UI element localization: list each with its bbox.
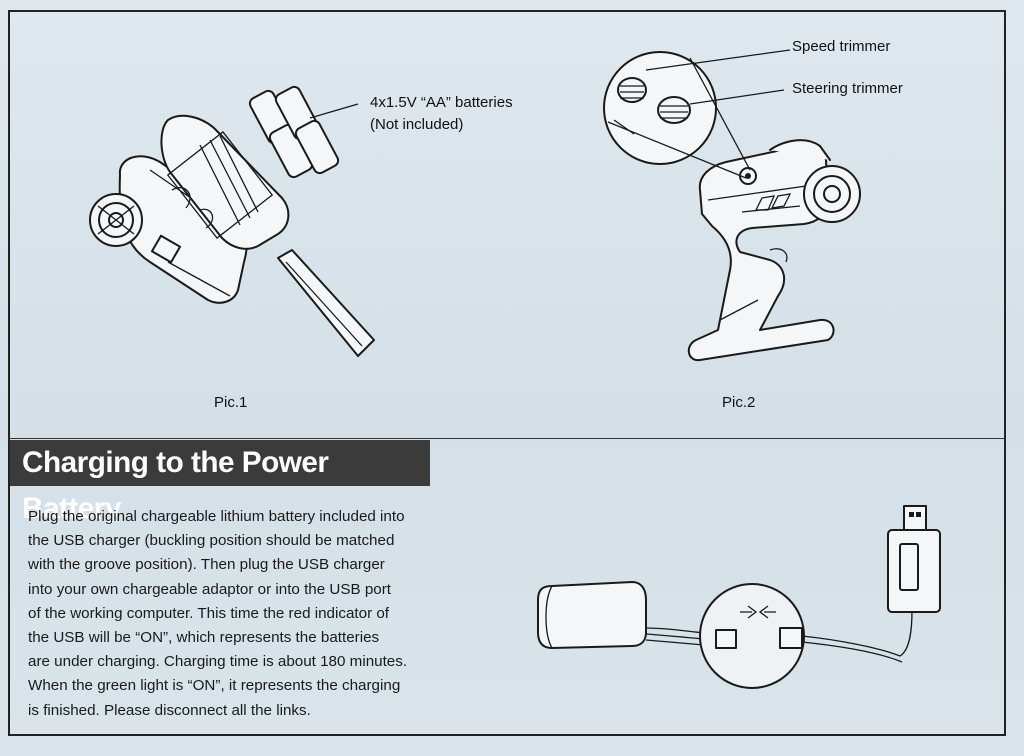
- connector-magnifier-icon: [699, 583, 805, 689]
- speed-trimmer-label: Speed trimmer: [792, 38, 891, 55]
- battery-cover-icon: [277, 249, 375, 357]
- instructions-line: with the groove position). Then plug the…: [28, 556, 385, 574]
- batteries-callout-line2: (Not included): [370, 116, 464, 133]
- instructions-line: the USB charger (buckling position shoul…: [28, 532, 395, 550]
- instructions-line: the USB will be “ON”, which represents t…: [28, 629, 380, 647]
- instructions-line: into your own chargeable adaptor or into…: [28, 580, 392, 598]
- transmitter-icon: [687, 139, 861, 362]
- section-title: Charging to the Power Battery: [10, 440, 430, 525]
- pic1-caption: Pic.1: [214, 394, 248, 411]
- instructions-line: are under charging. Charging time is abo…: [28, 653, 408, 671]
- instructions-line: is finished. Please disconnect all the l…: [28, 701, 311, 719]
- trimmer-magnifier-icon: [603, 49, 791, 179]
- batteries-callout: 4x1.5V “AA” batteries (Not included): [370, 92, 513, 136]
- lithium-battery-icon: [537, 581, 647, 649]
- page-frame: [8, 10, 1006, 736]
- instructions-line: of the working computer. This time the r…: [28, 604, 390, 622]
- steering-trimmer-label: Steering trimmer: [792, 80, 903, 97]
- instructions-line: When the green light is “ON”, it represe…: [28, 677, 401, 695]
- usb-charger-icon: [801, 505, 941, 663]
- pic2-caption: Pic.2: [722, 394, 756, 411]
- section-divider: [8, 438, 1006, 439]
- instructions-line: Plug the original chargeable lithium bat…: [28, 508, 405, 525]
- batteries-callout-line1: 4x1.5V “AA” batteries: [370, 94, 513, 111]
- aa-batteries-icon: [248, 85, 359, 179]
- instructions-text: Plug the original chargeable lithium bat…: [28, 505, 488, 723]
- remote-back-icon: [89, 114, 290, 304]
- pic1-illustration: [89, 49, 861, 362]
